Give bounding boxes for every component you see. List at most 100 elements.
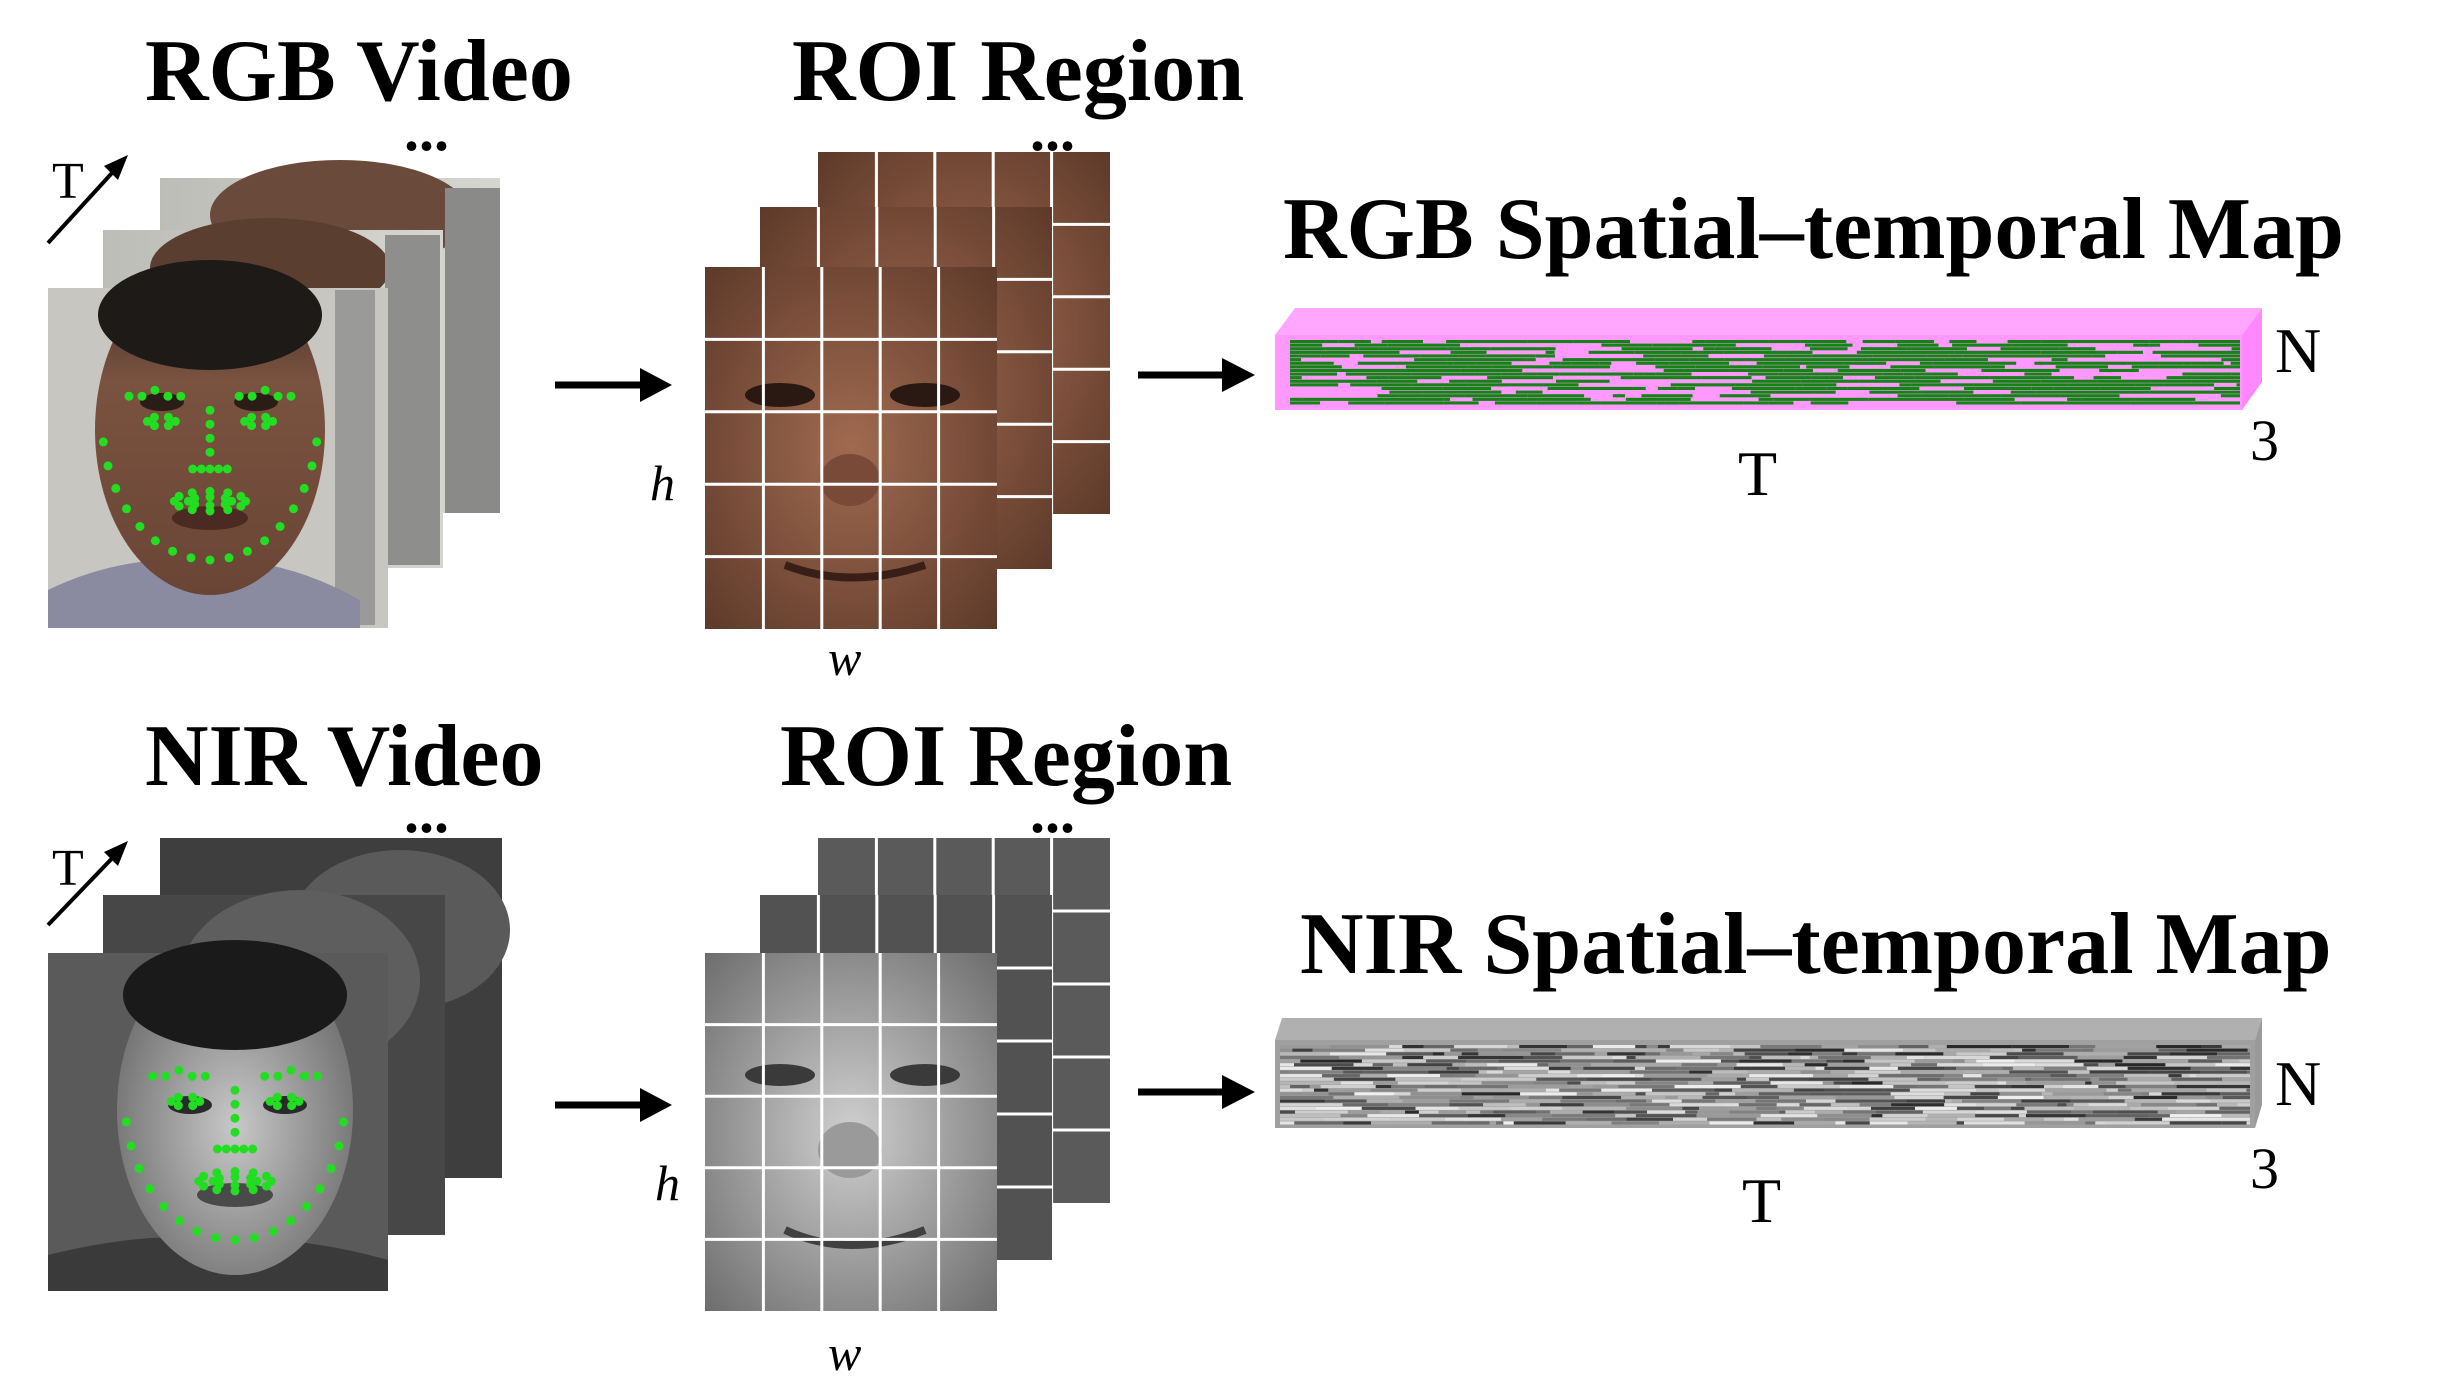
map-stripe bbox=[1795, 1048, 1845, 1052]
map-stripe bbox=[2015, 1074, 2051, 1078]
landmark-dot bbox=[163, 412, 173, 422]
map-stripe bbox=[1833, 1081, 1852, 1085]
map-stripe bbox=[2001, 394, 2061, 398]
map-stripe bbox=[1817, 1114, 1872, 1118]
map-stripe bbox=[1419, 1114, 1469, 1118]
map-stripe bbox=[1976, 340, 1988, 344]
map-stripe bbox=[1542, 1117, 1587, 1121]
map-stripe bbox=[1964, 397, 2015, 401]
map-stripe bbox=[1756, 1117, 1782, 1121]
map-stripe bbox=[2221, 1045, 2250, 1049]
map-stripe bbox=[1386, 1052, 1433, 1056]
map-stripe bbox=[1786, 354, 1812, 358]
map-stripe bbox=[1857, 1052, 1896, 1056]
map-stripe bbox=[1361, 1106, 1416, 1110]
nir-time-axis: T bbox=[46, 840, 128, 927]
map-stripe bbox=[2040, 379, 2098, 383]
map-stripe bbox=[1750, 390, 1771, 394]
map-stripe bbox=[1423, 390, 1443, 394]
map-stripe bbox=[2222, 1059, 2240, 1063]
map-stripe bbox=[1592, 394, 1613, 398]
map-stripe bbox=[1957, 1106, 1985, 1110]
map-stripe bbox=[1811, 354, 1873, 358]
map-stripe bbox=[1788, 1052, 1813, 1056]
map-stripe bbox=[1846, 340, 1863, 344]
map-stripe bbox=[1976, 1059, 2015, 1063]
map-stripe bbox=[1825, 394, 1887, 398]
map-stripe bbox=[2182, 340, 2192, 344]
map-stripe bbox=[2067, 1070, 2090, 1074]
map-stripe bbox=[2093, 1110, 2118, 1114]
rgb-time-axis: T bbox=[46, 153, 128, 245]
map-stripe bbox=[1776, 1106, 1804, 1110]
map-stripe bbox=[1911, 383, 1935, 387]
map-stripe bbox=[2043, 390, 2091, 394]
map-stripe bbox=[2231, 394, 2240, 398]
map-stripe bbox=[2220, 1092, 2250, 1096]
map-stripe bbox=[1402, 1055, 1424, 1059]
map-stripe bbox=[1491, 386, 1501, 390]
map-stripe bbox=[2041, 1092, 2053, 1096]
landmark-dot bbox=[192, 1226, 202, 1236]
map-stripe bbox=[1717, 343, 1736, 347]
map-stripe bbox=[2026, 1081, 2086, 1085]
map-stripe bbox=[1647, 1110, 1686, 1114]
map-stripe bbox=[2183, 361, 2192, 365]
map-stripe bbox=[1487, 376, 1499, 380]
map-stripe bbox=[1440, 1074, 1456, 1078]
map-stripe bbox=[1324, 386, 1347, 390]
map-stripe bbox=[1423, 1055, 1458, 1059]
map-stripe bbox=[1547, 386, 1609, 390]
map-stripe bbox=[2083, 1063, 2099, 1067]
map-stripe bbox=[2068, 383, 2115, 387]
map-stripe bbox=[1562, 1106, 1627, 1110]
map-stripe bbox=[1582, 1110, 1614, 1114]
landmark-dot bbox=[272, 1101, 282, 1111]
map-stripe bbox=[2074, 1059, 2123, 1063]
map-stripe bbox=[1921, 390, 1974, 394]
map-stripe bbox=[1945, 1081, 1998, 1085]
landmark-dot bbox=[261, 421, 271, 431]
map-stripe bbox=[1643, 372, 1656, 376]
map-stripe bbox=[2045, 1088, 2107, 1092]
map-stripe bbox=[1521, 347, 1556, 351]
map-stripe bbox=[1932, 361, 1964, 365]
map-stripe bbox=[1811, 343, 1853, 347]
map-stripe bbox=[1598, 390, 1640, 394]
map-stripe bbox=[1882, 372, 1904, 376]
map-stripe bbox=[1813, 368, 1838, 372]
map-stripe bbox=[1549, 361, 1561, 365]
map-stripe bbox=[1280, 1110, 1295, 1114]
map-stripe bbox=[2121, 376, 2167, 380]
map-stripe bbox=[2117, 1088, 2132, 1092]
map-stripe bbox=[1897, 394, 1949, 398]
map-stripe bbox=[1569, 1085, 1593, 1089]
landmark-dot bbox=[122, 504, 131, 514]
map-stripe bbox=[1578, 383, 1613, 387]
map-stripe bbox=[2125, 1085, 2177, 1089]
map-stripe bbox=[2026, 354, 2053, 358]
map-stripe bbox=[1895, 340, 1935, 344]
map-stripe bbox=[1913, 372, 1958, 376]
map-stripe bbox=[1752, 379, 1760, 383]
map-stripe bbox=[1925, 1117, 1958, 1121]
map-stripe bbox=[1884, 1088, 1910, 1092]
map-stripe bbox=[1689, 358, 1725, 362]
map-stripe bbox=[1692, 340, 1706, 344]
map-stripe bbox=[1719, 1048, 1734, 1052]
map-stripe bbox=[1793, 401, 1811, 405]
map-stripe bbox=[1635, 1114, 1697, 1118]
map-stripe bbox=[2228, 358, 2240, 362]
map-stripe bbox=[1657, 401, 1665, 405]
map-stripe bbox=[1453, 361, 1467, 365]
map-stripe bbox=[1359, 1074, 1388, 1078]
rgb-video-ellipsis: ... bbox=[404, 97, 449, 163]
map-stripe bbox=[1431, 1121, 1467, 1125]
map-stripe bbox=[1810, 401, 1849, 405]
map-stripe bbox=[1535, 354, 1556, 358]
map-stripe bbox=[1881, 379, 1896, 383]
map-stripe bbox=[2024, 1106, 2075, 1110]
map-stripe bbox=[2024, 372, 2052, 376]
map-stripe bbox=[2246, 1121, 2250, 1125]
map-stripe bbox=[1641, 394, 1693, 398]
